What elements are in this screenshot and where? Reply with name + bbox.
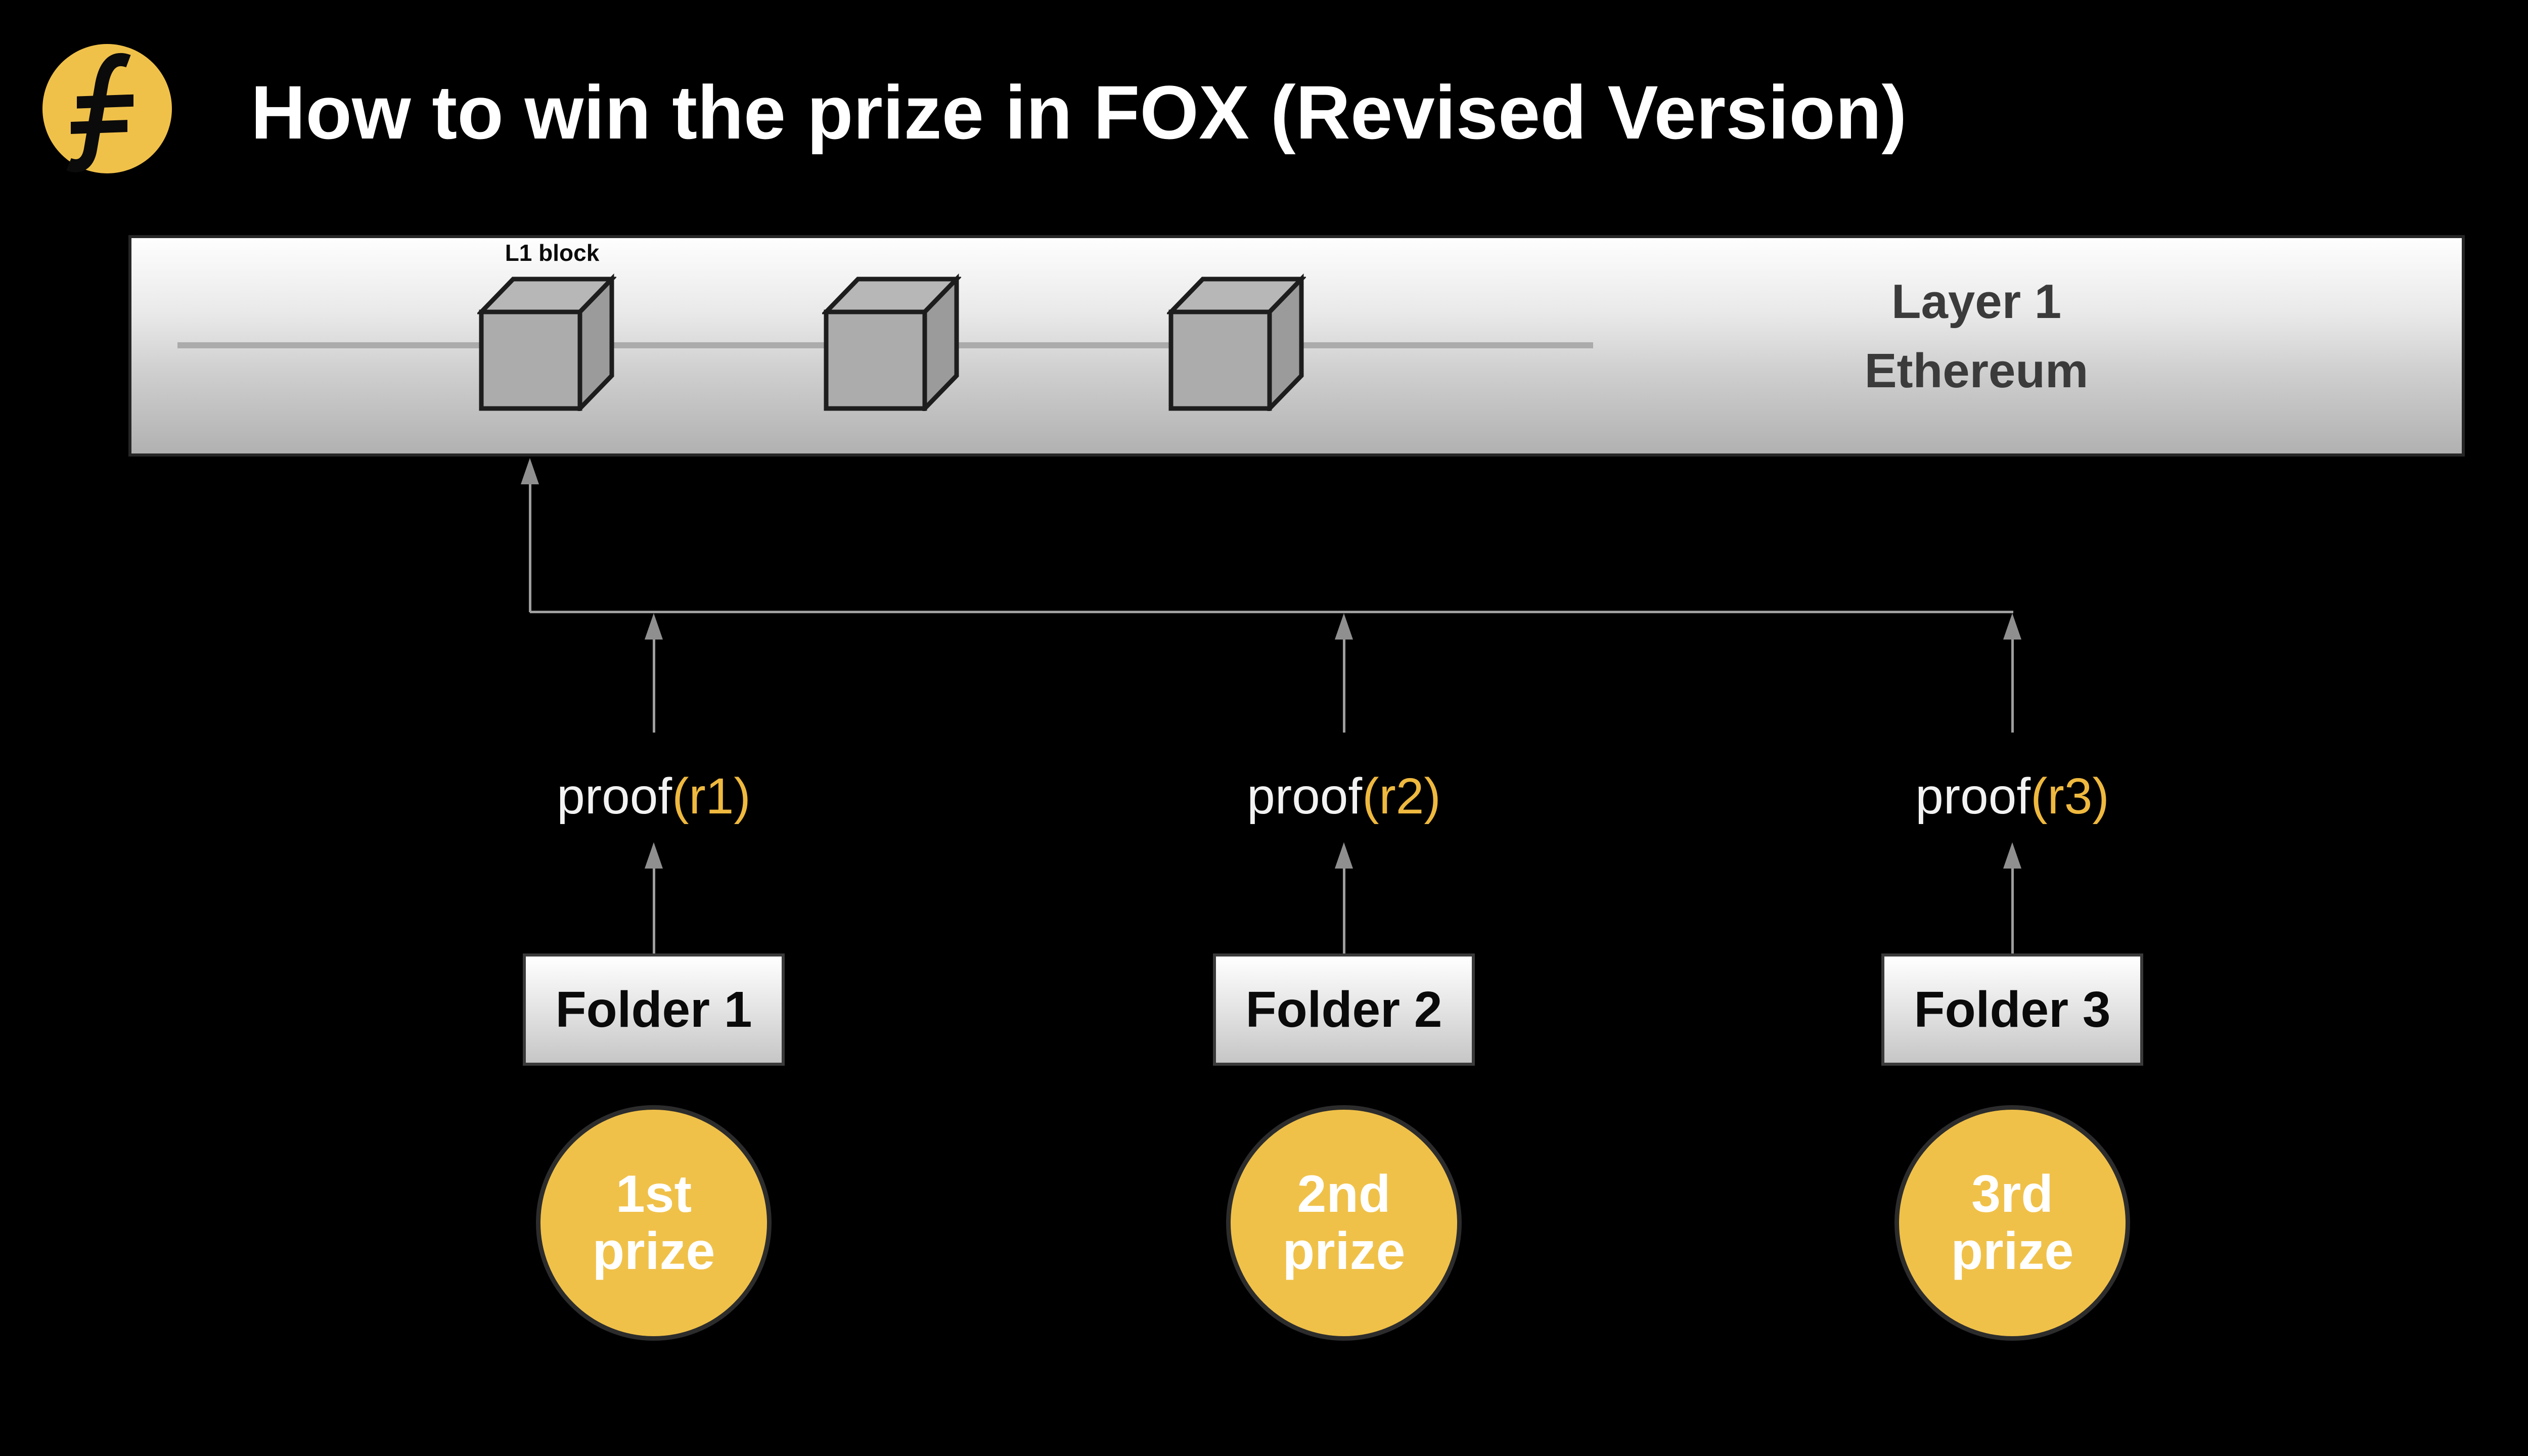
arrow-shaft [528, 484, 531, 612]
l1-block-label: L1 block [505, 240, 600, 266]
arrowhead-icon [645, 613, 663, 640]
arrowhead-icon [1335, 842, 1353, 869]
page-title: How to win the prize in FOX (Revised Ver… [251, 70, 1907, 155]
arrowhead-icon [645, 842, 663, 869]
layer1-bar: L1 block Layer 1 Ethereum [128, 235, 2465, 457]
proof-label: proof(r3) [1861, 758, 2164, 834]
arrow-shaft [2011, 869, 2014, 953]
prize-circle: 1st prize [536, 1105, 772, 1341]
proof-label: proof(r1) [502, 758, 805, 834]
prize-word: prize [1282, 1222, 1406, 1281]
arrow-up-icon [645, 842, 663, 953]
layer1-name-label: Layer 1 Ethereum [1825, 267, 2128, 406]
proof-arg: (r2) [1362, 768, 1441, 825]
proof-arg: (r3) [2030, 768, 2109, 825]
arrow-up-icon [1335, 613, 1353, 733]
arrow-shaft [1342, 869, 1345, 953]
arrow-shaft [652, 640, 655, 733]
folder-box: Folder 1 [523, 953, 785, 1066]
arrow-shaft [2011, 640, 2014, 733]
arrowhead-icon [2003, 613, 2021, 640]
proof-prefix: proof [1915, 768, 2031, 825]
prize-circle: 3rd prize [1894, 1105, 2130, 1341]
arrow-up-icon [645, 613, 663, 733]
arrow-up-icon [1335, 842, 1353, 953]
folder-box: Folder 2 [1213, 953, 1475, 1066]
prize-word: prize [1951, 1222, 2074, 1281]
arrow-shaft [652, 869, 655, 953]
column-prize-3: proof(r3) Folder 3 3rd prize [1861, 0, 2164, 1456]
layer1-name-line1: Layer 1 [1891, 275, 2062, 329]
arrowhead-icon [1335, 613, 1353, 640]
folder-box: Folder 3 [1881, 953, 2143, 1066]
l1-block-cube-icon [477, 273, 616, 411]
prize-word: prize [592, 1222, 715, 1281]
column-prize-2: proof(r2) Folder 2 2nd prize [1192, 0, 1496, 1456]
arrow-shaft [1342, 640, 1345, 733]
l1-block-cube-icon [1167, 273, 1306, 411]
proof-prefix: proof [557, 768, 672, 825]
proof-arg: (r1) [672, 768, 751, 825]
prize-rank: 3rd [1971, 1164, 2053, 1223]
proof-prefix: proof [1247, 768, 1363, 825]
filecoin-logo [42, 44, 172, 173]
column-prize-1: proof(r1) Folder 1 1st prize [502, 0, 805, 1456]
arrowhead-icon [2003, 842, 2021, 869]
connector-line [530, 611, 2013, 613]
proof-label: proof(r2) [1192, 758, 1496, 834]
arrow-up-icon [521, 458, 539, 612]
prize-rank: 1st [615, 1164, 692, 1223]
filecoin-f-icon [42, 44, 172, 173]
prize-circle: 2nd prize [1226, 1105, 1462, 1341]
arrow-up-icon [2003, 613, 2021, 733]
layer1-name-line2: Ethereum [1864, 344, 2089, 398]
arrowhead-icon [521, 458, 539, 484]
prize-rank: 2nd [1297, 1164, 1391, 1223]
l1-block-cube-icon [822, 273, 961, 411]
arrow-up-icon [2003, 842, 2021, 953]
